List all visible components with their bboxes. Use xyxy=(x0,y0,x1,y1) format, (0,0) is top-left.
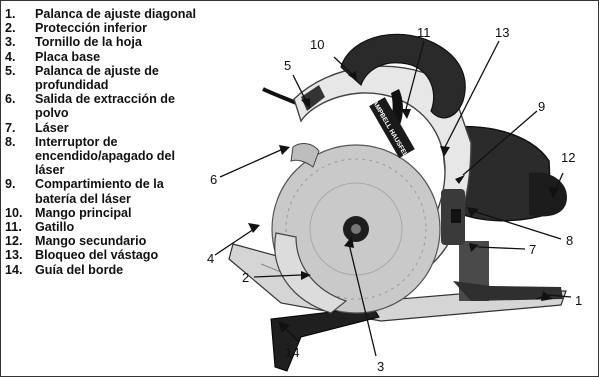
callout-13: 13 xyxy=(495,25,509,40)
callout-12: 12 xyxy=(561,150,575,165)
callout-11: 11 xyxy=(417,25,431,40)
callout-2: 2 xyxy=(242,270,249,285)
parts-list-item: 2. Protección inferior xyxy=(5,21,201,35)
parts-list-item: 11. Gatillo xyxy=(5,220,201,234)
part-label: Interruptor de encendido/apagado del lás… xyxy=(35,134,175,178)
part-number: 14. xyxy=(5,262,23,277)
callout-1: 1 xyxy=(575,293,582,308)
part-label: Palanca de ajuste diagonal xyxy=(35,7,196,21)
parts-list-item: 13. Bloqueo del vástago xyxy=(5,248,201,262)
callout-3: 3 xyxy=(377,359,384,374)
parts-list-item: 14. Guía del borde xyxy=(5,263,201,277)
part-label: Placa base xyxy=(35,49,101,64)
part-label: Salida de extracción de polvo xyxy=(35,92,175,121)
part-number: 10. xyxy=(5,205,23,220)
part-label: Mango principal xyxy=(35,205,132,220)
part-number: 6. xyxy=(5,92,16,107)
lower-guard xyxy=(274,232,348,314)
main-handle xyxy=(340,33,466,119)
parts-list-item: 7. Láser xyxy=(5,121,201,135)
parts-list-item: 10. Mango principal xyxy=(5,206,201,220)
laser-switch xyxy=(451,209,461,223)
callout-14: 14 xyxy=(285,345,299,360)
callout-5: 5 xyxy=(284,58,291,73)
callouts: 1 2 3 4 5 6 7 8 9 10 11 12 13 14 xyxy=(207,25,582,374)
circular-saw-illustration: CAMPBELL HAUSFELD xyxy=(207,25,582,374)
part-number: 7. xyxy=(5,120,16,135)
parts-list-item: 12. Mango secundario xyxy=(5,234,201,248)
parts-list-item: 9. Compartimiento de la batería del láser xyxy=(5,177,201,205)
parts-list-item: 4. Placa base xyxy=(5,50,201,64)
part-label: Bloqueo del vástago xyxy=(35,248,159,263)
part-number: 12. xyxy=(5,234,23,249)
part-number: 4. xyxy=(5,49,16,64)
parts-list-item: 3. Tornillo de la hoja xyxy=(5,35,201,49)
edge-guide xyxy=(270,306,380,372)
part-number: 13. xyxy=(5,248,23,263)
leader-lines xyxy=(214,40,572,357)
part-label: Palanca de ajuste de profundidad xyxy=(35,63,159,93)
part-number: 3. xyxy=(5,35,16,50)
part-label: Compartimiento de la batería del láser xyxy=(35,177,164,206)
part-label: Gatillo xyxy=(35,220,75,235)
part-number: 5. xyxy=(5,63,16,78)
callout-10: 10 xyxy=(310,37,324,52)
parts-list-item: 1. Palanca de ajuste diagonal xyxy=(5,7,201,21)
parts-list: 1. Palanca de ajuste diagonal 2. Protección… xyxy=(5,7,201,277)
parts-list-item: 6. Salida de extracción de polvo xyxy=(5,92,201,120)
part-label: Tornillo de la hoja xyxy=(35,35,142,50)
bevel-adjust-lever xyxy=(453,281,563,301)
part-label: Guía del borde xyxy=(35,262,124,277)
part-number: 9. xyxy=(5,177,16,192)
callout-9: 9 xyxy=(538,99,545,114)
part-number: 8. xyxy=(5,134,16,149)
part-label: Mango secundario xyxy=(35,234,147,249)
secondary-handle xyxy=(529,172,567,217)
callout-7: 7 xyxy=(529,242,536,257)
part-label: Protección inferior xyxy=(35,21,147,36)
callout-8: 8 xyxy=(566,233,573,248)
parts-list-item: 8. Interruptor de encendido/apagado del l… xyxy=(5,135,201,178)
callout-4: 4 xyxy=(207,251,214,266)
part-label: Láser xyxy=(35,120,69,135)
part-number: 1. xyxy=(5,7,16,21)
callout-6: 6 xyxy=(210,172,217,187)
part-number: 11. xyxy=(5,220,22,235)
part-number: 2. xyxy=(5,21,16,36)
parts-list-item: 5. Palanca de ajuste de profundidad xyxy=(5,64,201,92)
